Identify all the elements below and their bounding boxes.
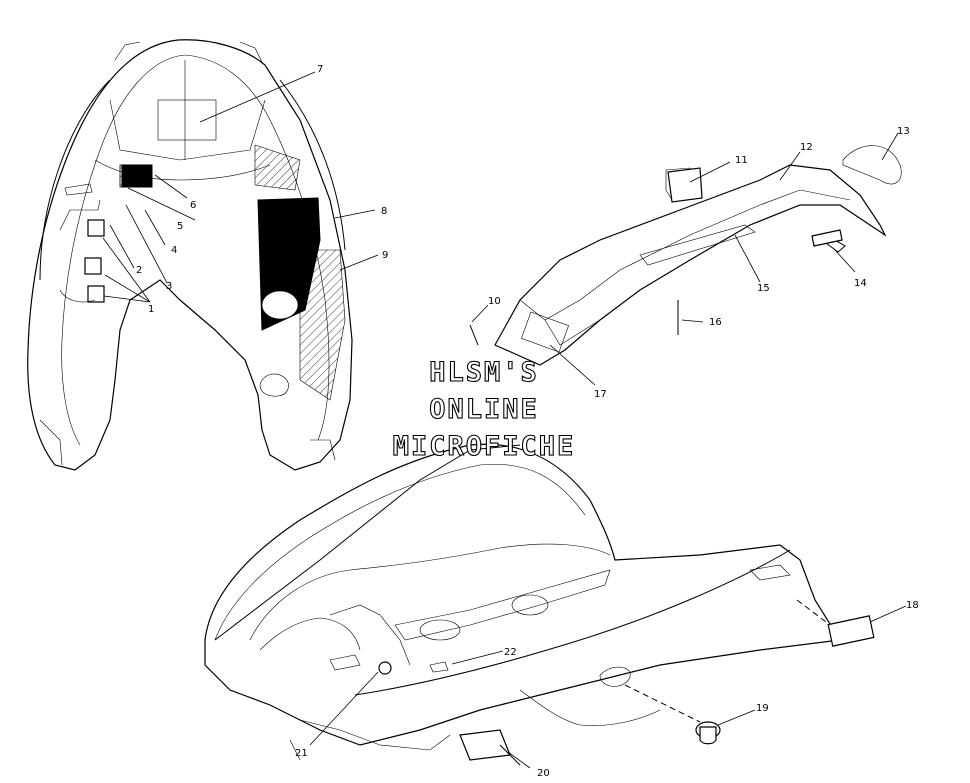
hull-perspective-view xyxy=(204,443,842,761)
callout-22: 22 xyxy=(504,647,517,658)
callout-numbers: 1 2 3 4 5 6 7 8 9 10 11 12 13 14 15 16 1… xyxy=(136,64,919,779)
callout-10: 10 xyxy=(488,296,501,307)
callout-5: 5 xyxy=(177,221,183,232)
callout-9: 9 xyxy=(382,250,388,261)
callout-7: 7 xyxy=(317,64,323,75)
callout-17: 17 xyxy=(594,389,607,400)
callout-13: 13 xyxy=(897,126,910,137)
callout-19: 19 xyxy=(756,703,769,714)
watermark-line-2: ONLINE xyxy=(429,394,539,425)
watermark-line-3: MICROFICHE xyxy=(393,431,576,462)
callout-3: 3 xyxy=(166,281,172,292)
callout-16: 16 xyxy=(709,317,722,328)
callout-21: 21 xyxy=(295,748,308,759)
leader-lines xyxy=(102,71,907,769)
watermark: HLSM'S ONLINE MICROFICHE xyxy=(392,356,576,462)
callout-8: 8 xyxy=(381,206,387,217)
callout-4: 4 xyxy=(171,245,177,256)
watermark-line-1: HLSM'S xyxy=(429,357,539,388)
callout-11: 11 xyxy=(735,155,748,166)
callout-20: 20 xyxy=(537,768,550,779)
loose-parts xyxy=(459,167,875,766)
callout-18: 18 xyxy=(906,600,919,611)
callout-2: 2 xyxy=(136,265,142,276)
callout-15: 15 xyxy=(757,283,770,294)
hull-top-view xyxy=(27,39,353,471)
callout-6: 6 xyxy=(190,200,196,211)
callout-12: 12 xyxy=(800,142,813,153)
callout-1: 1 xyxy=(148,304,154,315)
callout-14: 14 xyxy=(854,278,867,289)
